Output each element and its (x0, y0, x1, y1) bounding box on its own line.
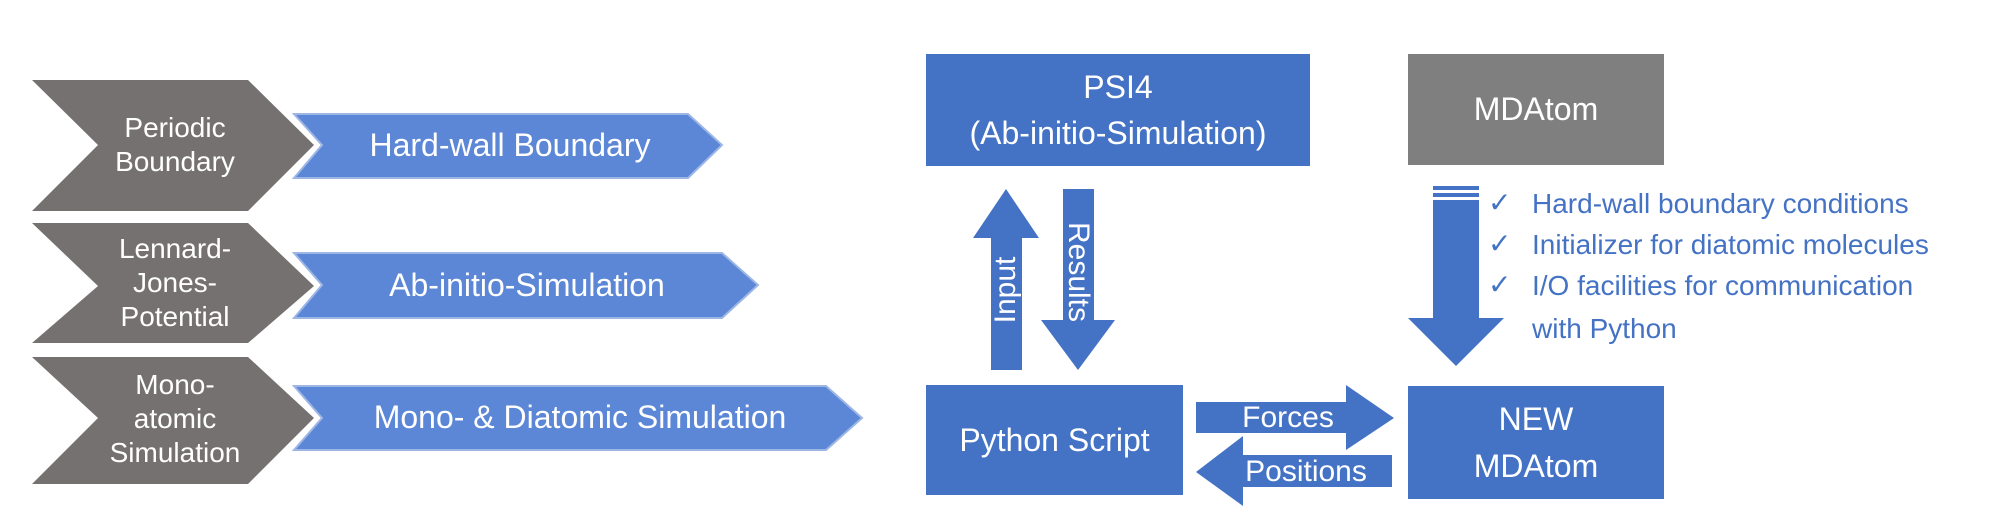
gray-chevron-2 (32, 223, 314, 343)
mdatom-label: MDAtom (1473, 91, 1599, 128)
python-script-box (926, 385, 1183, 495)
results-label: Results (1062, 221, 1096, 323)
check-icon-3: ✓ (1488, 269, 1512, 300)
blue-label-2: Ab-initio-Simulation (389, 266, 665, 303)
mdatom-box (1408, 54, 1664, 165)
feature-2: Initializer for diatomic molecules (1532, 229, 1929, 260)
blue-chevron-2 (291, 252, 760, 319)
feature-1: Hard-wall boundary conditions (1532, 188, 1909, 219)
gray-chevron-3 (32, 357, 314, 484)
input-arrow (973, 189, 1039, 370)
python-script-label: Python Script (959, 421, 1150, 458)
new-mdatom-box (1408, 386, 1664, 499)
blue-chevron-3 (291, 385, 864, 451)
feature-3-continued: with Python (1532, 313, 1677, 344)
input-label: Input (988, 256, 1022, 324)
blue-label-1: Hard-wall Boundary (369, 127, 651, 164)
feature-3: I/O facilities for communication (1532, 270, 1914, 301)
blue-chevron-1 (291, 113, 724, 179)
positions-arrow (1196, 436, 1392, 506)
psi4-label: PSI4 (Ab-initio-Simulation) (969, 68, 1267, 151)
check-icon-1: ✓ (1488, 187, 1512, 218)
psi4-box (926, 54, 1310, 166)
gray-label-3: Mono- atomic Simulation (109, 368, 241, 469)
results-arrow (1041, 189, 1115, 370)
mdatom-arrow (1408, 200, 1504, 366)
new-mdatom-label: NEW MDAtom (1473, 401, 1599, 484)
mdatom-arrow-stripe-2 (1433, 193, 1479, 197)
gray-label-2: Lennard- Jones- Potential (118, 232, 232, 333)
positions-label: Positions (1245, 454, 1367, 488)
mdatom-arrow-stripe-1 (1433, 186, 1479, 190)
blue-label-3: Mono- & Diatomic Simulation (373, 399, 787, 436)
forces-label: Forces (1242, 400, 1334, 434)
check-icon-2: ✓ (1488, 228, 1512, 259)
gray-chevron-1 (32, 80, 314, 211)
forces-arrow (1196, 385, 1394, 450)
gray-label-1: Periodic Boundary (115, 111, 235, 177)
